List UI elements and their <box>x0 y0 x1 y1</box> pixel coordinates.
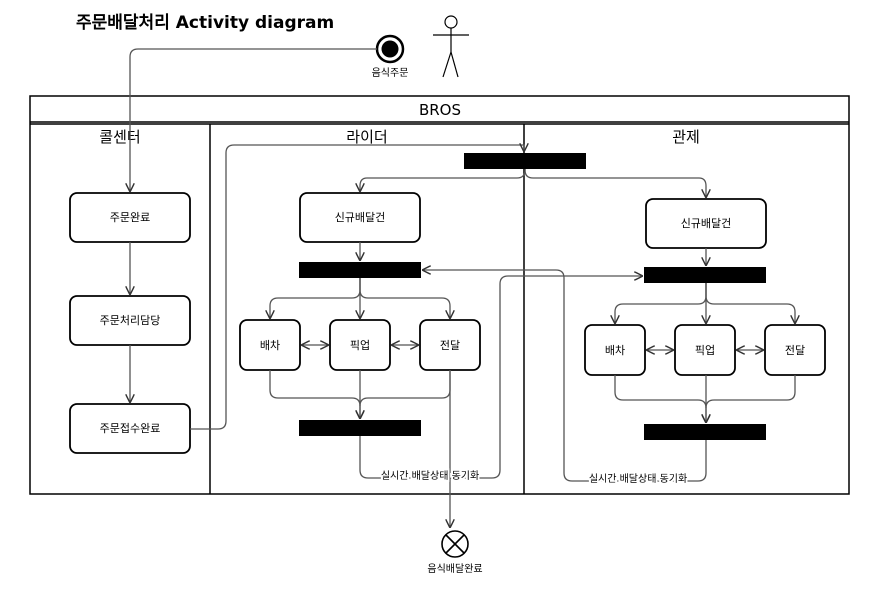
label-order-received: 주문접수완료 <box>100 422 161 435</box>
flow-edges <box>130 48 795 527</box>
label-order-handler: 주문처리담당 <box>100 314 161 327</box>
lane-control: 관제 <box>672 128 700 146</box>
end-label: 음식배달완료 <box>427 563 482 575</box>
control-join-bar <box>644 424 766 440</box>
system-frame <box>29 95 850 495</box>
label-rider-pickup: 픽업 <box>350 339 370 352</box>
lane-rider: 라이더 <box>346 128 387 146</box>
label-rider-dispatch: 배차 <box>260 339 280 352</box>
actor-icon <box>433 15 469 78</box>
start-node <box>375 34 405 64</box>
rider-sync-note: 실시간 배달상태 동기화 <box>381 470 479 482</box>
end-node <box>441 530 469 558</box>
label-control-dispatch: 배차 <box>605 344 625 357</box>
rider-join-bar <box>299 420 421 436</box>
label-rider-deliver: 전달 <box>440 339 460 352</box>
label-control-new-order: 신규배달건 <box>681 217 732 230</box>
start-label: 음식주문 <box>372 67 409 79</box>
label-order-complete: 주문완료 <box>110 211 150 224</box>
label-control-pickup: 픽업 <box>695 344 715 357</box>
control-fork-bar <box>644 267 766 283</box>
lane-callcenter: 콜센터 <box>99 128 140 146</box>
system-name: BROS <box>419 101 461 119</box>
control-sync-note: 실시간 배달상태 동기화 <box>589 473 687 485</box>
label-control-deliver: 전달 <box>785 344 805 357</box>
dispatch-fork-bar <box>464 153 586 169</box>
diagram-title: 주문배달처리 Activity diagram <box>76 13 335 33</box>
label-rider-new-order: 신규배달건 <box>335 211 386 224</box>
rider-fork-bar <box>299 262 421 278</box>
node-control-pickup <box>674 324 736 376</box>
